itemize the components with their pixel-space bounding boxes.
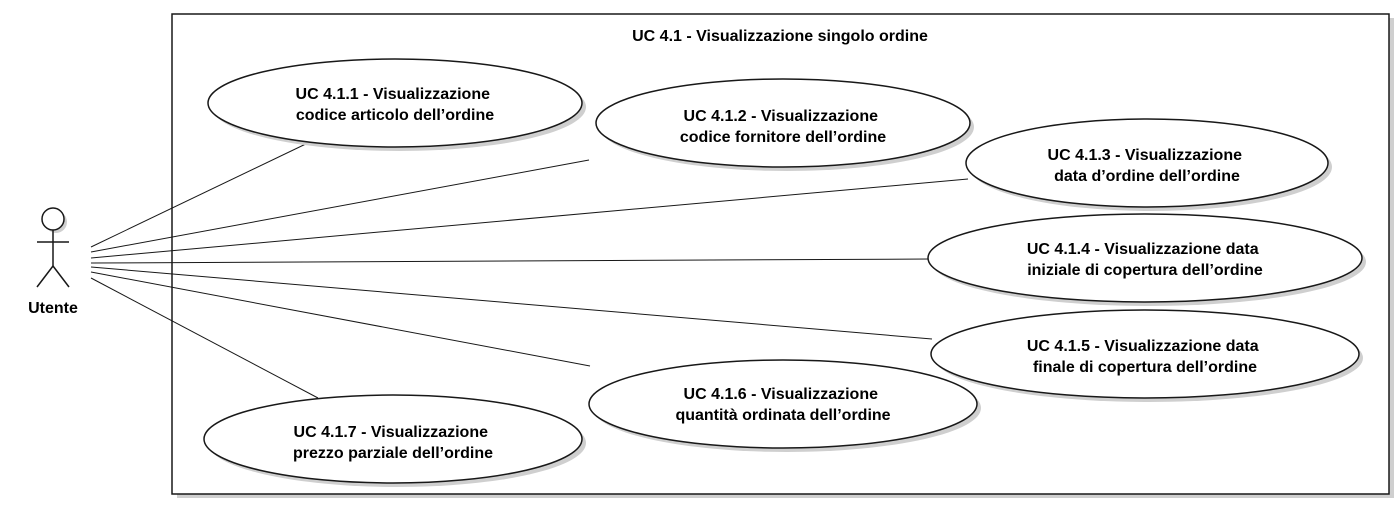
- use-case-label-line-2: codice fornitore dell’ordine: [680, 129, 886, 146]
- use-case-ellipse[interactable]: [965, 118, 1329, 208]
- association-uc-4-1-6: [90, 271, 591, 367]
- use-case-ellipse[interactable]: [588, 359, 978, 449]
- use-case-label: UC 4.1.7 - Visualizzazione prezzo parzia…: [293, 424, 493, 462]
- system-boundary-title: UC 4.1 - Visualizzazione singolo ordine: [632, 28, 928, 45]
- use-case-ellipse[interactable]: [930, 309, 1360, 399]
- use-case-label-line-2: iniziale di copertura dell’ordine: [1027, 262, 1263, 279]
- association-uc-4-1-2: [90, 159, 590, 253]
- use-case-label-line-2: data d’ordine dell’ordine: [1054, 168, 1240, 185]
- use-case-label: UC 4.1.4 - Visualizzazione data iniziale…: [1027, 241, 1263, 279]
- use-case-label: UC 4.1.5 - Visualizzazione data finale d…: [1027, 338, 1263, 376]
- association-uc-4-1-7: [90, 277, 319, 399]
- use-case-label-line-2: prezzo parziale dell’ordine: [293, 445, 493, 462]
- association-uc-4-1-1: [90, 140, 313, 248]
- use-case-uc-4-1-4[interactable]: UC 4.1.4 - Visualizzazione data iniziale…: [927, 213, 1366, 306]
- actor-left-leg: [36, 265, 54, 288]
- use-case-ellipse[interactable]: [927, 213, 1363, 303]
- use-case-uc-4-1-2[interactable]: UC 4.1.2 - Visualizzazione codice fornit…: [595, 78, 974, 171]
- actor-icon: [36, 207, 70, 288]
- use-case-ellipse[interactable]: [203, 394, 583, 484]
- use-case-label-line-1: UC 4.1.6 - Visualizzazione: [684, 386, 879, 403]
- use-case-label-line-1: UC 4.1.1 - Visualizzazione: [296, 86, 491, 103]
- use-case-uc-4-1-3[interactable]: UC 4.1.3 - Visualizzazione data d’ordine…: [965, 118, 1332, 211]
- use-case-ellipse[interactable]: [595, 78, 971, 168]
- use-case-label: UC 4.1.6 - Visualizzazione quantità ordi…: [675, 386, 890, 424]
- actor-label: Utente: [28, 300, 78, 317]
- use-case-ellipse[interactable]: [207, 58, 583, 148]
- actor-right-leg: [52, 265, 70, 288]
- use-case-uc-4-1-6[interactable]: UC 4.1.6 - Visualizzazione quantità ordi…: [588, 359, 981, 452]
- use-case-uc-4-1-1[interactable]: UC 4.1.1 - Visualizzazione codice artico…: [207, 58, 586, 151]
- use-case-label-line-1: UC 4.1.2 - Visualizzazione: [684, 108, 879, 125]
- actor-utente[interactable]: Utente: [28, 207, 78, 317]
- use-case-label-line-2: codice articolo dell’ordine: [296, 107, 494, 124]
- use-case-label: UC 4.1.1 - Visualizzazione codice artico…: [296, 86, 495, 124]
- association-uc-4-1-5: [90, 266, 933, 340]
- actor-head: [41, 207, 65, 231]
- association-uc-4-1-4: [90, 258, 931, 264]
- use-case-uc-4-1-5[interactable]: UC 4.1.5 - Visualizzazione data finale d…: [930, 309, 1363, 402]
- associations: [90, 140, 969, 399]
- use-case-label-line-1: UC 4.1.7 - Visualizzazione: [294, 424, 489, 441]
- use-case-label: UC 4.1.2 - Visualizzazione codice fornit…: [680, 108, 886, 146]
- use-case-label-line-2: quantità ordinata dell’ordine: [675, 407, 890, 424]
- use-case-label: UC 4.1.3 - Visualizzazione data d’ordine…: [1048, 147, 1247, 185]
- use-case-label-line-1: UC 4.1.5 - Visualizzazione data: [1027, 338, 1259, 355]
- use-case-label-line-2: finale di copertura dell’ordine: [1033, 359, 1257, 376]
- use-case-label-line-1: UC 4.1.3 - Visualizzazione: [1048, 147, 1243, 164]
- use-case-uc-4-1-7[interactable]: UC 4.1.7 - Visualizzazione prezzo parzia…: [203, 394, 586, 487]
- use-case-label-line-1: UC 4.1.4 - Visualizzazione data: [1027, 241, 1259, 258]
- association-uc-4-1-3: [90, 178, 969, 259]
